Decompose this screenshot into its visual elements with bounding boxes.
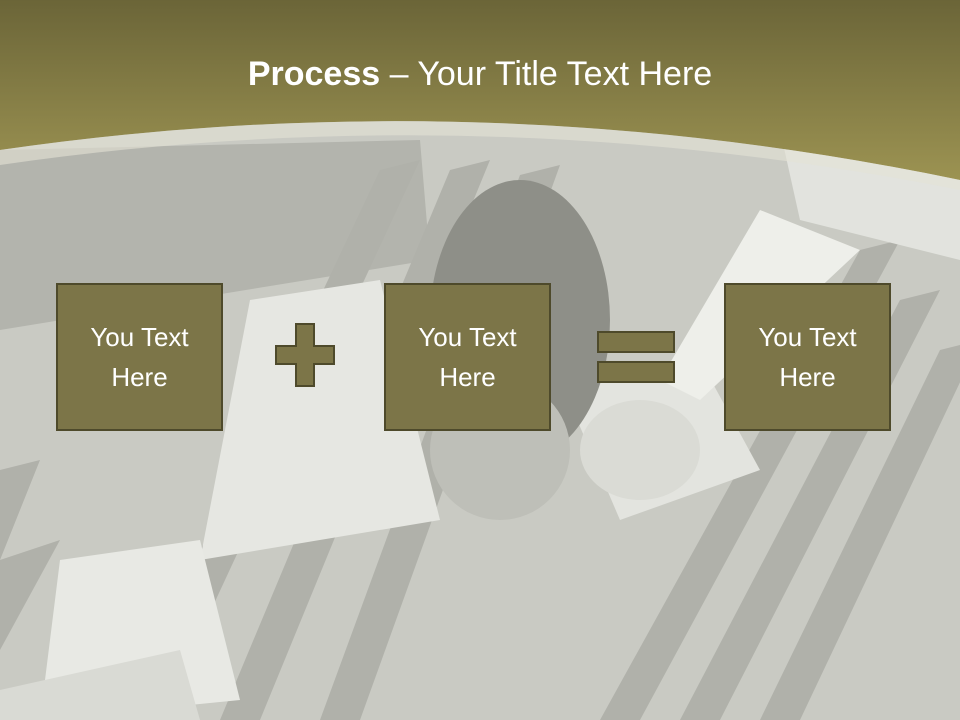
slide-title: Process – Your Title Text Here bbox=[0, 52, 960, 96]
process-box-label: You Text Here bbox=[90, 322, 189, 392]
process-box-2[interactable]: You Text Here bbox=[384, 283, 551, 431]
process-box-3[interactable]: You Text Here bbox=[724, 283, 891, 431]
process-box-label: You Text Here bbox=[418, 322, 517, 392]
process-box-label: You Text Here bbox=[758, 322, 857, 392]
title-bold: Process bbox=[247, 55, 381, 93]
plus-icon bbox=[275, 323, 335, 387]
equals-icon bbox=[597, 331, 675, 383]
title-rest: – Your Title Text Here bbox=[380, 55, 713, 93]
header-band bbox=[0, 0, 960, 190]
process-box-1[interactable]: You Text Here bbox=[56, 283, 223, 431]
